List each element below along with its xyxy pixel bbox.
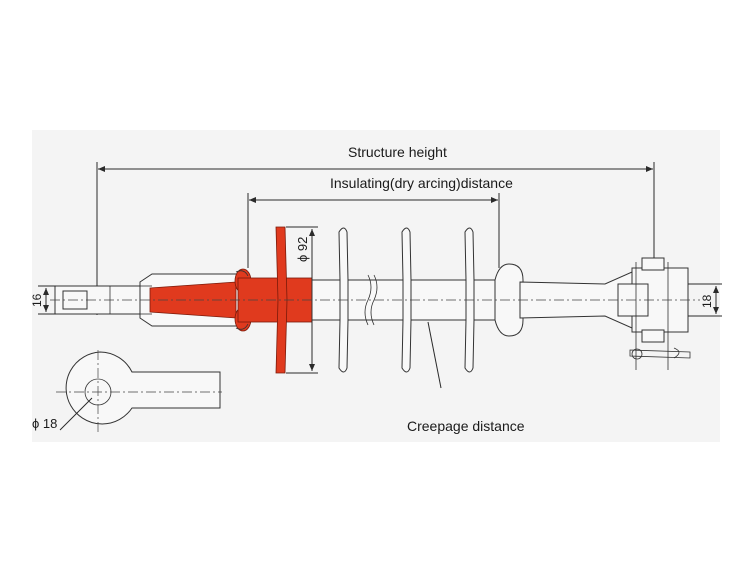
- left-rod-label: 16: [30, 293, 44, 307]
- left-rod-dimension: [38, 285, 56, 315]
- right-end-fitting: [494, 257, 691, 370]
- insulating-distance-dimension: [247, 193, 500, 268]
- creepage-leader: [427, 321, 442, 389]
- eye-diameter-label: ϕ 18: [32, 416, 57, 431]
- insulating-distance-label: Insulating(dry arcing)distance: [330, 175, 513, 191]
- creepage-distance-label: Creepage distance: [407, 418, 525, 434]
- right-pin-dimension: [688, 283, 722, 317]
- right-pin-label: 18: [700, 294, 714, 308]
- structure-height-label: Structure height: [348, 144, 447, 160]
- shed-diameter-label: ϕ 92: [295, 237, 310, 262]
- eye-fitting-detail: [56, 350, 222, 434]
